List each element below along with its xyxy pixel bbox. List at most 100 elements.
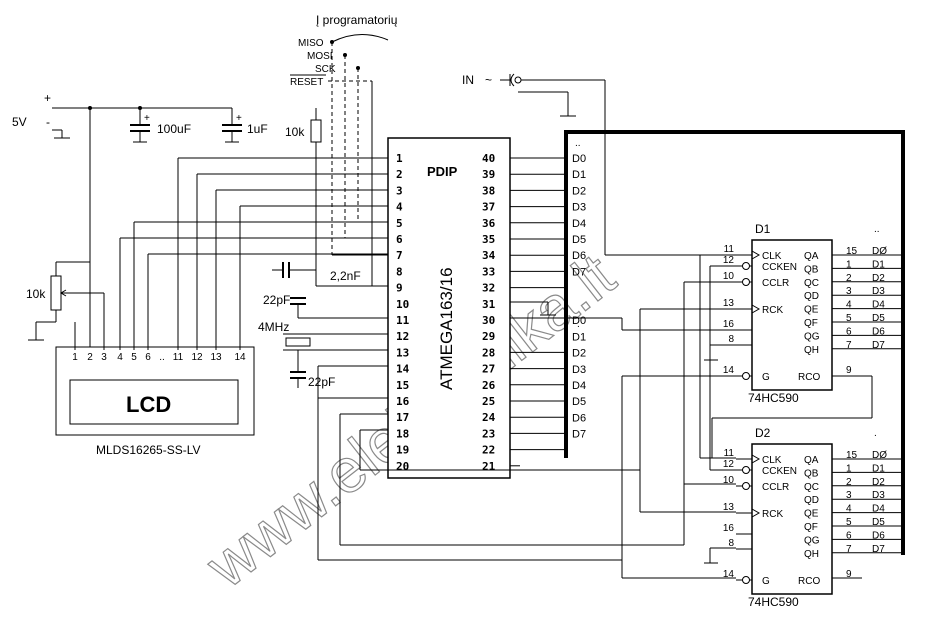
counter-pin-9: 9 (846, 569, 852, 580)
counter-label-cclr: CCLR (762, 278, 789, 289)
counter-pin-13: 13 (723, 502, 735, 513)
mcu-pin-13: 13 (396, 346, 409, 359)
cap-100uf-label: 100uF (157, 122, 191, 136)
mosi-label: MOSI (307, 51, 333, 62)
counter-out-pin-1: 1 (846, 463, 852, 474)
mcu-pin-35: 35 (482, 233, 495, 246)
mcu-name-label: ATMEGA163/16 (437, 267, 456, 390)
bus-a-d4: D4 (572, 218, 586, 230)
counter-out-4: D4 (872, 300, 885, 311)
bus-a-d6: D6 (572, 250, 586, 262)
mcu-pin-29: 29 (482, 330, 495, 343)
programmer-label: Į programatorių (316, 13, 398, 27)
lcd-pin-14: 14 (234, 352, 246, 363)
bus-a-d3: D3 (572, 202, 586, 214)
mcu-package-label: PDIP (427, 164, 458, 179)
counter-pin-9: 9 (846, 365, 852, 376)
input-connector: IN ~ (462, 73, 606, 255)
counter-pin-12: 12 (723, 459, 735, 470)
mcu-pin-34: 34 (482, 249, 496, 262)
counter-label-clk: CLK (762, 455, 782, 466)
counter-out-2: D2 (872, 273, 885, 284)
counter-out-3: D3 (872, 490, 885, 501)
res-10k-label: 10k (285, 125, 305, 139)
mcu-pin-19: 19 (396, 444, 409, 457)
counter-label-rco: RCO (798, 372, 820, 383)
mcu-pin-1: 1 (396, 152, 403, 165)
counter-out-0: DØ (872, 450, 887, 461)
counter-d1-ref: D1 (755, 222, 771, 236)
data-bus: .. . (564, 130, 905, 555)
counter-out-pin-6: 6 (846, 530, 852, 541)
counter-label-qg: QG (804, 331, 820, 342)
counter-out-5: D5 (872, 517, 885, 528)
mcu-pin-36: 36 (482, 217, 496, 230)
counter-label-qh: QH (804, 345, 819, 356)
counter-label-qf: QF (804, 318, 818, 329)
counter-label-cclr: CCLR (762, 482, 789, 493)
counter-pin-8: 8 (728, 538, 734, 549)
counter-dots: .. (874, 224, 880, 235)
cap-2n2-label: 2,2nF (330, 269, 361, 283)
counter-pin-10: 10 (723, 271, 735, 282)
counter-label-qd: QD (804, 495, 819, 506)
counter-d2-part: 74HC590 (748, 595, 799, 609)
mcu-pin-16: 16 (396, 395, 410, 408)
counter-out-6: D6 (872, 326, 885, 337)
mcu-pin-14: 14 (396, 363, 410, 376)
mcu-pin-8: 8 (396, 265, 403, 278)
mcu-pin-37: 37 (482, 201, 495, 214)
counter-out-pin-7: 7 (846, 544, 852, 555)
mcu-pin-15: 15 (396, 379, 409, 392)
counter-dots: . (874, 428, 877, 439)
counter-wiring (318, 254, 873, 579)
bus-a-d5: D5 (572, 234, 586, 246)
lcd-model-label: MLDS16265-SS-LV (96, 443, 201, 457)
lcd-pin-3: 3 (101, 352, 107, 363)
plus-label: + (44, 91, 51, 105)
bus-a-d7: D7 (572, 266, 586, 278)
counter-d1: D1 74HC590 (748, 222, 833, 405)
mcu-pin-38: 38 (482, 184, 495, 197)
counter-pin-14: 14 (723, 569, 735, 580)
counter-out-pin-6: 6 (846, 326, 852, 337)
counter-out-7: D7 (872, 340, 885, 351)
counter-label-qb: QB (804, 468, 819, 479)
counter-pin-10: 10 (723, 475, 735, 486)
bus-b-d2: D2 (572, 348, 586, 360)
counter-out-3: D3 (872, 286, 885, 297)
counter-out-1: D1 (872, 463, 885, 474)
bus-b-d1: D1 (572, 331, 586, 343)
counter-out-pin-5: 5 (846, 313, 852, 324)
counter-label-ccken: CCKEN (762, 466, 797, 477)
counter-out-6: D6 (872, 530, 885, 541)
mcu-pin-24: 24 (482, 411, 496, 424)
counter-out-pin-5: 5 (846, 517, 852, 528)
oscillator: 2,2nF 22pF 4MHz 22pF (258, 262, 388, 389)
counter-pin-11: 11 (724, 244, 735, 255)
bus-b-d3: D3 (572, 364, 586, 376)
in-tilde: ~ (485, 73, 492, 87)
counter-out-5: D5 (872, 313, 885, 324)
counter-out-pin-2: 2 (846, 477, 852, 488)
lcd-pin-12: 12 (191, 352, 203, 363)
lcd-wiring (74, 157, 388, 560)
counter-label-qc: QC (804, 482, 819, 493)
counter-pin-8: 8 (728, 334, 734, 345)
counter-out-pin-7: 7 (846, 340, 852, 351)
counter-out-pin-3: 3 (846, 286, 852, 297)
mcu-pin-20: 20 (396, 460, 409, 473)
counter-label-qd: QD (804, 291, 819, 302)
counter-d2: D2 74HC590 (748, 426, 833, 609)
counter-label-ccken: CCKEN (762, 262, 797, 273)
counter-out-7: D7 (872, 544, 885, 555)
bus-a-d2: D2 (572, 185, 586, 197)
counter-out-pin-15: 15 (846, 450, 858, 461)
counter-label-qa: QA (804, 251, 819, 262)
cap-plus-label-2: + (236, 113, 242, 124)
mcu-pin-7: 7 (396, 249, 403, 262)
counter-label-qh: QH (804, 549, 819, 560)
counter-label-g: G (762, 372, 770, 383)
counter-label-qa: QA (804, 455, 819, 466)
counter-out-pin-2: 2 (846, 273, 852, 284)
